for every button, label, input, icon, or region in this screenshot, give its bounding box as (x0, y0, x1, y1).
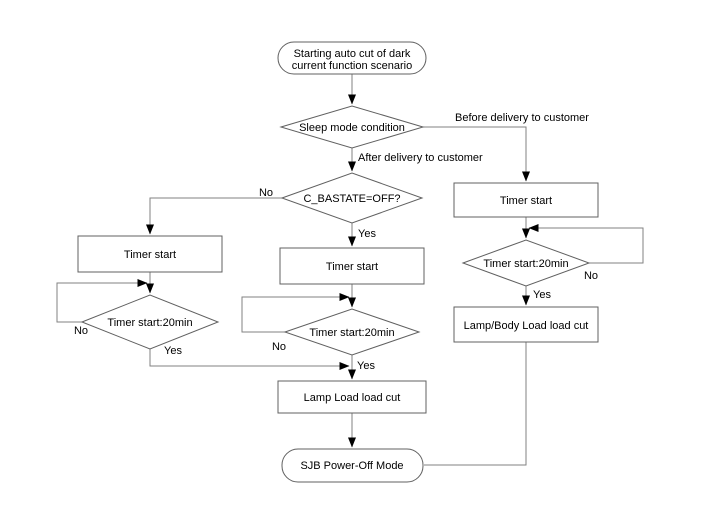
timer-check-right-text: Timer start:20min (483, 258, 568, 270)
end-terminator (281, 448, 424, 483)
lamp-load-cut-process (277, 380, 427, 414)
left-yes-label: Yes (164, 345, 182, 357)
timer-check-mid-text: Timer start:20min (309, 327, 394, 339)
c-bastate-decision (280, 172, 424, 224)
timer-check-mid-decision (283, 308, 421, 356)
start-terminator-text-line2: current function scenario (292, 60, 412, 72)
sleep-mode-decision (279, 105, 425, 149)
cbastate-no-label: No (259, 187, 273, 199)
timer-check-left-text: Timer start:20min (107, 317, 192, 329)
timer-start-mid-text: Timer start (326, 261, 378, 273)
after-delivery-label: After delivery to customer (358, 152, 483, 164)
timer-start-left-process (77, 235, 223, 273)
cbastate-yes-label: Yes (358, 228, 376, 240)
left-no-label: No (74, 325, 88, 337)
mid-no-label: No (272, 341, 286, 353)
edge-right-lamp-to-end (424, 342, 527, 466)
timer-start-left-text: Timer start (124, 249, 176, 261)
edge-left-yes (149, 349, 350, 370)
lamp-load-cut-text: Lamp Load load cut (304, 392, 401, 404)
timer-start-right-text: Timer start (500, 195, 552, 207)
timer-check-left-decision (80, 294, 220, 350)
edge-before-delivery (423, 126, 530, 182)
edge-right-no-loop (528, 224, 644, 264)
start-terminator (277, 41, 427, 75)
sleep-mode-decision-text: Sleep mode condition (299, 122, 405, 134)
c-bastate-decision-text: C_BASTATE=OFF? (303, 193, 400, 205)
start-terminator-text-line1: Starting auto cut of dark (294, 48, 411, 60)
before-delivery-label: Before delivery to customer (455, 112, 589, 124)
timer-start-mid-process (279, 247, 425, 285)
lamp-body-load-cut-text: Lamp/Body Load load cut (464, 320, 589, 332)
edge-mid-no-loop (241, 293, 350, 333)
mid-yes-label: Yes (357, 360, 375, 372)
lamp-body-load-cut-process (453, 306, 599, 343)
right-yes-label: Yes (533, 289, 551, 301)
edge-cbastate-no (146, 197, 282, 235)
right-no-label: No (584, 270, 598, 282)
end-terminator-text: SJB Power-Off Mode (300, 460, 403, 472)
timer-start-right-process (453, 182, 599, 218)
edge-left-no-loop (56, 279, 148, 323)
timer-check-right-decision (461, 239, 591, 287)
